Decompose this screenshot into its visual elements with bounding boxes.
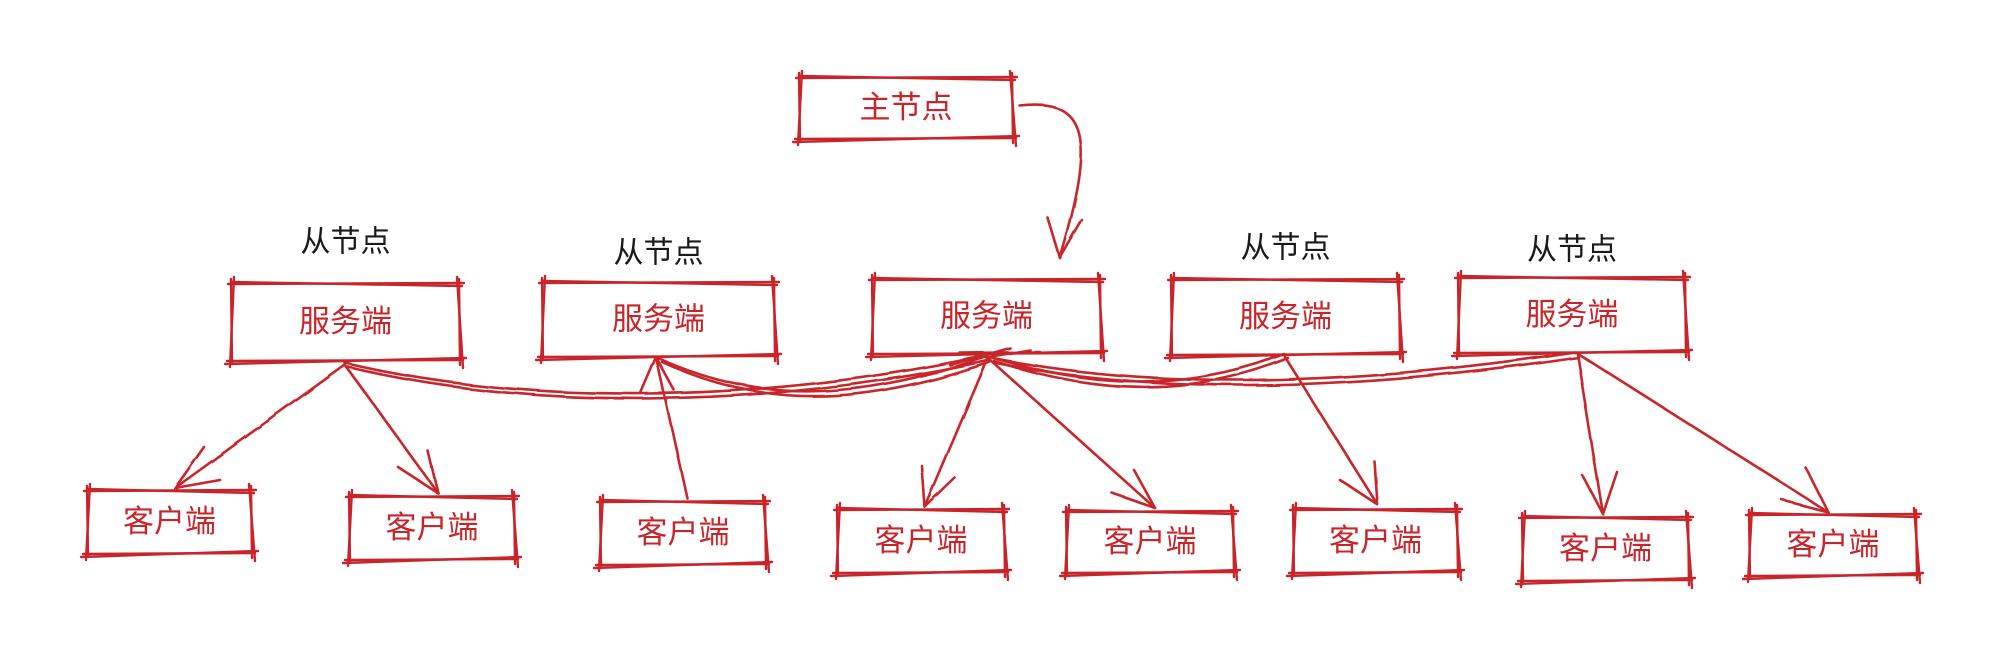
client-node-1-box [79,482,260,563]
server3-client4-arrow [923,356,990,509]
arrowhead-icon [1780,466,1830,514]
connections [173,103,1830,516]
server-node-3-box [864,271,1109,363]
master-node: 主节点 [791,69,1021,148]
client-node-4: 客户端 [829,501,1013,582]
arrowhead-icon [920,464,957,509]
client-node-7: 客户端 [1514,509,1697,590]
client-node-4-label: 客户端 [875,523,968,559]
arrowhead-icon [1110,468,1157,510]
server-role-label-5: 从节点 [1527,233,1617,268]
server-node-3: 服务端 [864,271,1109,363]
client-node-8: 客户端 [1741,506,1925,585]
client-node-2: 客户端 [341,488,523,569]
client-node-2-label: 客户端 [386,510,479,546]
server-link-1-3b [346,358,992,400]
server-node-2-label: 服务端 [612,302,705,338]
client-node-6-box [1285,501,1466,582]
server-link-2-3b [660,360,992,398]
client-node-3-label: 客户端 [637,515,730,551]
client3-server2-arrow [654,355,689,500]
server-node-5: 服务端 [1450,269,1694,362]
server-link-3-5 [991,350,1577,382]
client-node-2-box [341,488,523,569]
client-node-7-label: 客户端 [1559,531,1652,567]
arrowhead-icon [396,449,440,495]
client-node-1: 客户端 [79,482,260,563]
server3-client5-arrow [986,356,1157,510]
server-node-1: 服务端 [223,275,468,370]
arrowhead-icon [173,445,222,490]
server5-client8-arrow [1575,351,1830,514]
server-node-4-label: 服务端 [1239,299,1332,335]
client-node-5-box [1058,503,1242,582]
server-node-2: 服务端 [534,274,783,366]
server-link-2-3 [656,355,987,393]
server-node-1-label: 服务端 [299,304,392,340]
client-node-6-label: 客户端 [1329,523,1422,559]
nodes: 主节点服务端从节点服务端从节点服务端服务端从节点服务端从节点客户端客户端客户端客… [79,69,1925,590]
server-node-1-box [223,275,468,370]
arrowhead-icon [1581,470,1619,516]
server-link-3-4b [992,356,1290,389]
client-node-6: 客户端 [1285,501,1466,582]
master-node-label: 主节点 [860,90,953,126]
arrowhead-icon [1338,460,1380,507]
server-role-label-1: 从节点 [301,225,391,260]
master-node-box [791,69,1021,148]
client-node-5-label: 客户端 [1104,524,1197,560]
server-role-label-4: 从节点 [1241,231,1331,266]
server-node-2-box [534,274,783,366]
server-role-label-2: 从节点 [614,236,704,271]
server-link-3-5b [994,355,1580,387]
client-node-4-box [829,501,1013,582]
server1-client2-arrow [343,363,440,495]
server-link-1-3 [343,353,989,395]
client-node-8-label: 客户端 [1787,527,1880,563]
client-node-3: 客户端 [592,493,774,574]
server5-client7-arrow [1575,351,1605,516]
client-node-8-box [1741,506,1925,585]
server-node-3-label: 服务端 [940,299,1033,335]
server1-client1-arrow [173,363,347,490]
client-node-5: 客户端 [1058,503,1242,582]
server-node-4-box [1163,271,1408,364]
server-node-5-box [1450,269,1694,362]
server-node-4: 服务端 [1163,271,1408,364]
server-node-5-label: 服务端 [1526,297,1619,333]
master-to-server-arrow [1018,103,1083,260]
client-node-7-box [1514,509,1697,590]
server4-client6-arrow [1283,355,1380,507]
arrowhead-icon [1046,216,1084,260]
client-node-1-label: 客户端 [123,504,216,540]
client-node-3-box [592,493,774,574]
